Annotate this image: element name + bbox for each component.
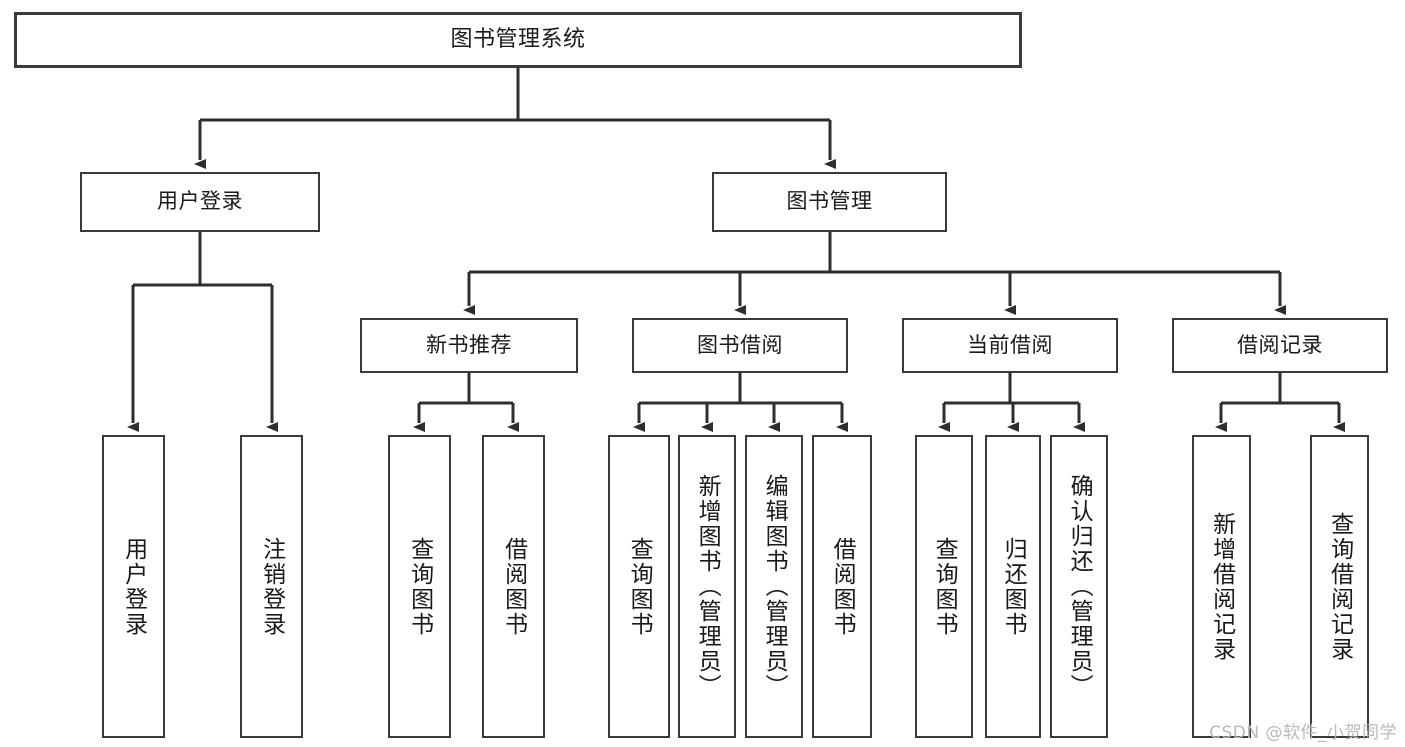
node-leaf-user-login-label: 用户登录	[120, 536, 147, 637]
node-book-manage[interactable]: 图书管理	[712, 172, 947, 232]
node-leaf-borrow-book-2-label: 借阅图书	[829, 536, 856, 637]
node-leaf-edit-book-label: 编辑图书（管理员）	[761, 474, 788, 699]
node-new-book-recommend[interactable]: 新书推荐	[360, 318, 578, 373]
node-leaf-query-book-1[interactable]: 查询图书	[388, 435, 451, 738]
node-leaf-borrow-book-2[interactable]: 借阅图书	[812, 435, 872, 738]
node-leaf-return-book[interactable]: 归还图书	[985, 435, 1041, 738]
node-root-label: 图书管理系统	[450, 26, 586, 52]
node-leaf-borrow-book-1-label: 借阅图书	[500, 536, 527, 637]
node-leaf-logout-login-label: 注销登录	[258, 536, 285, 637]
node-leaf-confirm-return[interactable]: 确认归还（管理员）	[1050, 435, 1108, 738]
node-leaf-query-record-label: 查询借阅记录	[1326, 511, 1353, 662]
node-leaf-add-book-label: 新增图书（管理员）	[694, 474, 721, 699]
node-leaf-add-book[interactable]: 新增图书（管理员）	[678, 435, 736, 738]
node-leaf-query-book-2[interactable]: 查询图书	[608, 435, 670, 738]
node-leaf-confirm-return-label: 确认归还（管理员）	[1066, 474, 1093, 699]
node-user-login[interactable]: 用户登录	[80, 172, 320, 232]
node-leaf-borrow-book-1[interactable]: 借阅图书	[482, 435, 545, 738]
node-leaf-add-record-label: 新增借阅记录	[1208, 511, 1235, 662]
node-leaf-logout-login[interactable]: 注销登录	[240, 435, 303, 738]
node-leaf-edit-book[interactable]: 编辑图书（管理员）	[745, 435, 803, 738]
node-user-login-label: 用户登录	[157, 189, 243, 214]
node-leaf-query-book-3[interactable]: 查询图书	[915, 435, 973, 738]
node-new-book-recommend-label: 新书推荐	[426, 332, 512, 357]
node-leaf-add-record[interactable]: 新增借阅记录	[1192, 435, 1251, 738]
node-leaf-query-book-3-label: 查询图书	[931, 536, 958, 637]
node-current-borrow[interactable]: 当前借阅	[902, 318, 1118, 373]
csdn-watermark: CSDN @软件_小贺同学	[1209, 723, 1397, 743]
node-book-borrow-label: 图书借阅	[697, 332, 783, 357]
node-current-borrow-label: 当前借阅	[967, 332, 1053, 357]
node-leaf-user-login[interactable]: 用户登录	[102, 435, 165, 738]
node-root[interactable]: 图书管理系统	[14, 12, 1022, 68]
node-book-manage-label: 图书管理	[786, 189, 873, 214]
node-borrow-record-label: 借阅记录	[1237, 332, 1323, 357]
node-leaf-return-book-label: 归还图书	[1000, 536, 1027, 637]
node-book-borrow[interactable]: 图书借阅	[632, 318, 848, 373]
node-leaf-query-book-2-label: 查询图书	[626, 536, 653, 637]
node-leaf-query-record[interactable]: 查询借阅记录	[1310, 435, 1369, 738]
node-borrow-record[interactable]: 借阅记录	[1172, 318, 1388, 373]
node-leaf-query-book-1-label: 查询图书	[406, 536, 433, 637]
